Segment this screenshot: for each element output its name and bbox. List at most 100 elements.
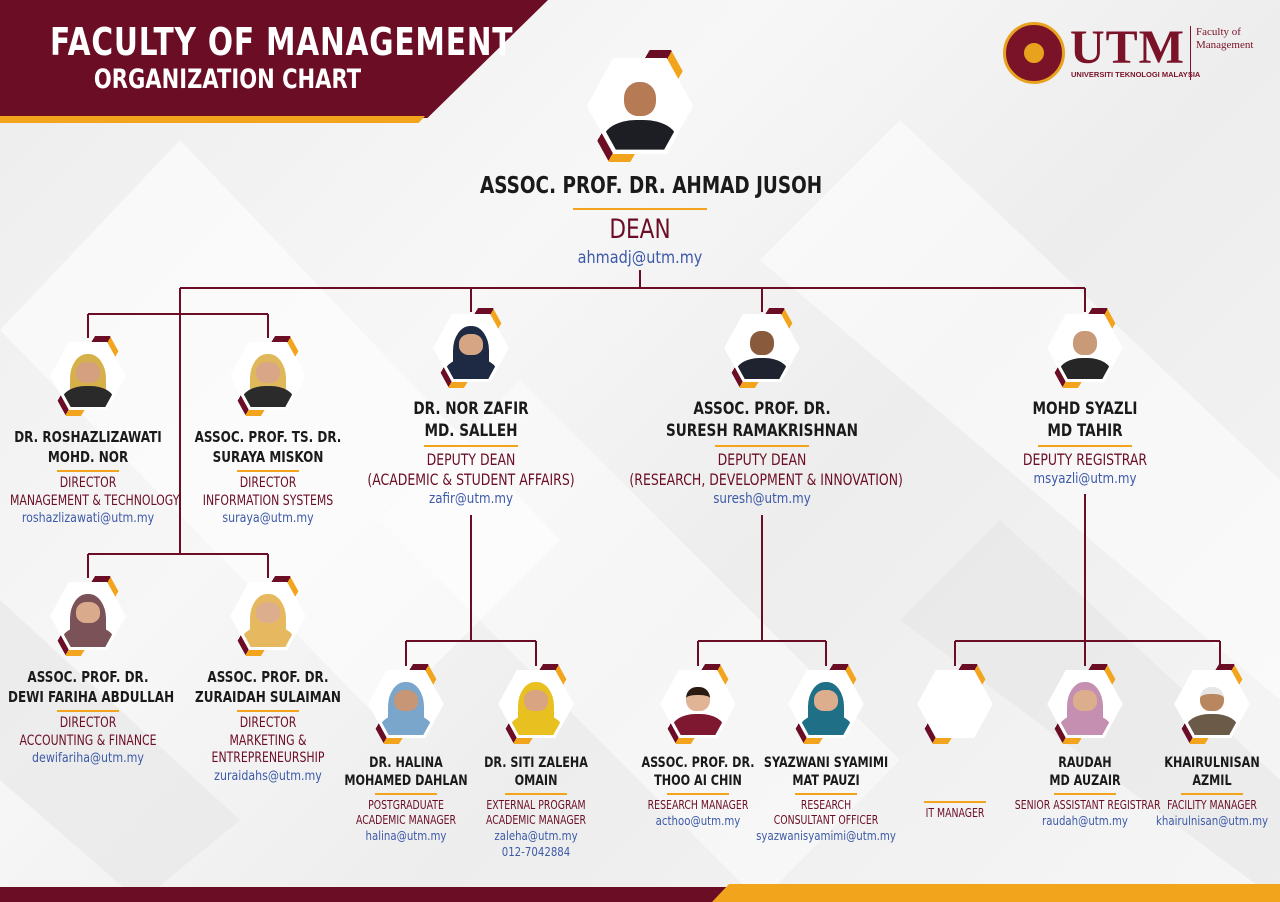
syazwani-divider (795, 793, 857, 796)
thoo-card: ASSOC. PROF. DR. THOO AI CHIN RESEARCH M… (618, 754, 778, 830)
zuraidah-role-line3: ENTREPRENEURSHIP (211, 750, 325, 766)
zaleha-email[interactable]: zaleha@utm.my (494, 829, 578, 844)
dean-photo (591, 62, 689, 150)
zuraidah-name-line2: ZURAIDAH SULAIMAN (195, 687, 341, 706)
suresh-role-line1: DEPUTY DEAN (717, 450, 807, 470)
dewi-name-line1: ASSOC. PROF. DR. (27, 668, 149, 686)
raudah-email[interactable]: raudah@utm.my (1042, 814, 1128, 829)
suraya-divider (237, 470, 299, 472)
syazwani-photo (791, 672, 861, 736)
zafir-photo (436, 316, 506, 380)
halina-role-line1: POSTGRADUATE (368, 798, 444, 813)
thoo-photo (663, 672, 733, 736)
suresh-name-line1: ASSOC. PROF. DR. (693, 399, 831, 419)
logo-faculty-line2: Management (1196, 39, 1254, 51)
halina-email[interactable]: halina@utm.my (365, 829, 447, 844)
zafir-divider (424, 445, 518, 448)
halina-photo (371, 672, 441, 736)
dewi-email[interactable]: dewifariha@utm.my (32, 751, 144, 766)
thoo-name-line1: ASSOC. PROF. DR. (641, 755, 755, 771)
suraya-card: ASSOC. PROF. TS. DR. SURAYA MISKON DIREC… (168, 428, 368, 528)
dean-email[interactable]: ahmadj@utm.my (577, 247, 703, 268)
zaleha-card: DR. SITI ZALEHA OMAIN EXTERNAL PROGRAM A… (456, 754, 616, 861)
suresh-divider (715, 445, 809, 448)
logo-wordmark: UTM (1070, 21, 1185, 74)
zaleha-name-line2: OMAIN (514, 773, 558, 790)
dean-name: ASSOC. PROF. DR. AHMAD JUSOH (480, 173, 823, 199)
footer-gold-stripe (712, 884, 1280, 902)
syazwani-card: SYAZWANI SYAMIMI MAT PAUZI RESEARCH CONS… (736, 754, 916, 845)
khairulnisan-photo-hex (1168, 664, 1256, 744)
dean-photo-hex (578, 50, 702, 162)
raudah-name-line2: MD AUZAIR (1049, 773, 1121, 790)
syazli-divider (1038, 445, 1132, 448)
syazwani-photo-hex (782, 664, 870, 744)
it-manager-photo-hex (911, 664, 999, 744)
khairulnisan-divider (1181, 793, 1243, 796)
suraya-photo-hex (224, 336, 312, 416)
zafir-card: DR. NOR ZAFIR MD. SALLEH DEPUTY DEAN (AC… (321, 398, 621, 510)
syazwani-email[interactable]: syazwanisyamimi@utm.my (756, 829, 896, 844)
zafir-role-line2: (ACADEMIC & STUDENT AFFAIRS) (367, 470, 575, 490)
zaleha-phone: 012-7042884 (501, 845, 571, 860)
zaleha-photo (501, 672, 571, 736)
roshazlizawati-photo (53, 344, 123, 408)
logo-divider (1190, 26, 1191, 80)
roshazlizawati-name-line1: DR. ROSHAZLIZAWATI (14, 428, 162, 446)
suraya-name-line1: ASSOC. PROF. TS. DR. (194, 428, 342, 446)
halina-name-line1: DR. HALINA (369, 755, 443, 771)
it-manager-photo-empty (920, 672, 990, 736)
khairulnisan-name-line1: KHAIRULNISAN (1164, 755, 1260, 771)
thoo-photo-hex (654, 664, 742, 744)
halina-photo-hex (362, 664, 450, 744)
footer-maroon-stripe (0, 887, 735, 902)
roshazlizawati-name-line2: MOHD. NOR (47, 447, 129, 466)
syazwani-name-line2: MAT PAUZI (792, 773, 860, 790)
syazli-email[interactable]: msyazli@utm.my (1033, 471, 1137, 488)
roshazlizawati-photo-hex (44, 336, 132, 416)
suraya-photo (233, 344, 303, 408)
roshazlizawati-card: DR. ROSHAZLIZAWATI MOHD. NOR DIRECTOR MA… (0, 428, 188, 528)
roshazlizawati-email[interactable]: roshazlizawati@utm.my (21, 511, 155, 526)
thoo-email[interactable]: acthoo@utm.my (655, 814, 741, 829)
khairulnisan-role-line1: FACILITY MANAGER (1167, 798, 1257, 813)
header-accent-stripe (0, 116, 425, 123)
dean-divider (573, 207, 707, 210)
raudah-divider (1054, 793, 1116, 796)
zuraidah-email[interactable]: zuraidahs@utm.my (214, 768, 322, 784)
raudah-name-line1: RAUDAH (1058, 755, 1112, 771)
syazli-name-line2: MD TAHIR (1047, 421, 1123, 442)
zaleha-photo-hex (492, 664, 580, 744)
dewi-name-line2: DEWI FARIHA ABDULLAH (8, 687, 175, 706)
dean-role: DEAN (609, 213, 671, 245)
dewi-photo (53, 584, 123, 648)
suresh-photo (727, 316, 797, 380)
thoo-divider (667, 793, 729, 796)
suresh-card: ASSOC. PROF. DR. SURESH RAMAKRISHNAN DEP… (592, 398, 932, 510)
logo-university-name: UNIVERSITI TEKNOLOGI MALAYSIA (1071, 70, 1201, 79)
roshazlizawati-divider (57, 470, 119, 472)
suraya-name-line2: SURAYA MISKON (212, 447, 324, 466)
roshazlizawati-role-line1: DIRECTOR (59, 475, 117, 491)
syazli-photo-hex (1041, 308, 1129, 388)
suraya-role-line1: DIRECTOR (239, 475, 297, 491)
utm-emblem-icon (1003, 22, 1065, 84)
syazwani-name-line1: SYAZWANI SYAMIMI (763, 755, 889, 771)
syazli-name-line1: MOHD SYAZLI (1032, 399, 1138, 419)
suresh-name-line2: SURESH RAMAKRISHNAN (665, 421, 859, 442)
khairulnisan-card: KHAIRULNISAN AZMIL FACILITY MANAGER khai… (1142, 754, 1280, 830)
dewi-divider (57, 710, 119, 712)
suraya-email[interactable]: suraya@utm.my (222, 511, 314, 526)
halina-role-line2: ACADEMIC MANAGER (355, 813, 457, 828)
suresh-email[interactable]: suresh@utm.my (713, 491, 811, 508)
zuraidah-divider (237, 710, 299, 712)
zafir-name-line2: MD. SALLEH (424, 421, 518, 442)
zuraidah-photo (233, 584, 303, 648)
dean-card: ASSOC. PROF. DR. AHMAD JUSOH DEAN ahmadj… (440, 172, 840, 270)
page-subtitle: ORGANIZATION CHART (93, 64, 362, 95)
khairulnisan-email[interactable]: khairulnisan@utm.my (1155, 814, 1269, 829)
suresh-photo-hex (718, 308, 806, 388)
khairulnisan-photo (1177, 672, 1247, 736)
zafir-email[interactable]: zafir@utm.my (428, 491, 514, 508)
